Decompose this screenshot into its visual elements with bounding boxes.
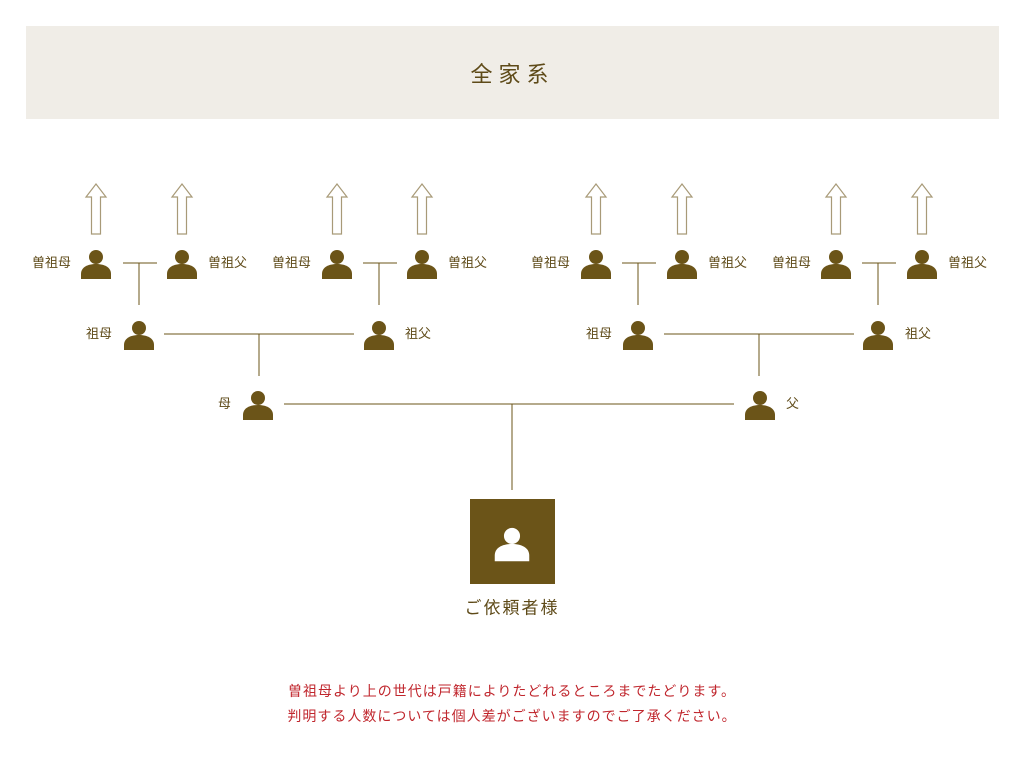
ancestor-arrow-2 xyxy=(170,183,194,235)
note-line-1: 曽祖母より上の世代は戸籍によりたどれるところまでたどります。 xyxy=(287,684,737,700)
person-icon-great-grandparent-8 xyxy=(907,250,937,279)
label-grandfather-1: 祖父 xyxy=(405,327,432,342)
label-great-grandmother-4: 曽祖母 xyxy=(771,256,811,271)
note-line-2: 判明する人数については個人差がございますのでご了承ください。 xyxy=(287,709,737,725)
person-icon-grandparent-3 xyxy=(623,321,653,350)
label-great-grandfather-1: 曽祖父 xyxy=(208,256,248,271)
label-great-grandfather-3: 曽祖父 xyxy=(708,256,748,271)
person-icon-great-grandparent-4 xyxy=(407,250,437,279)
header-bar: 全家系 xyxy=(26,26,999,119)
label-great-grandmother-1: 曽祖母 xyxy=(31,256,71,271)
person-icon-father xyxy=(745,391,775,420)
person-icon-great-grandparent-6 xyxy=(667,250,697,279)
person-icon-great-grandparent-2 xyxy=(167,250,197,279)
label-great-grandfather-4: 曽祖父 xyxy=(948,256,988,271)
person-icon-great-grandparent-5 xyxy=(581,250,611,279)
person-icon-great-grandparent-7 xyxy=(821,250,851,279)
person-icon-grandparent-1 xyxy=(124,321,154,350)
person-icons xyxy=(81,250,937,584)
ancestor-arrow-7 xyxy=(824,183,848,235)
ancestor-arrow-6 xyxy=(670,183,694,235)
label-father: 父 xyxy=(786,397,800,412)
ancestor-arrow-5 xyxy=(584,183,608,235)
ancestor-arrow-1 xyxy=(84,183,108,235)
ancestor-arrows xyxy=(84,183,934,235)
label-grandfather-2: 祖父 xyxy=(905,327,932,342)
label-great-grandfather-2: 曽祖父 xyxy=(448,256,488,271)
person-icon-mother xyxy=(243,391,273,420)
person-icon-client xyxy=(494,527,530,562)
label-grandmother-2: 祖母 xyxy=(585,327,612,342)
label-grandmother-1: 祖母 xyxy=(85,327,112,342)
client-label: ご依頼者様 xyxy=(464,598,560,619)
label-great-grandmother-2: 曽祖母 xyxy=(271,256,311,271)
ancestor-arrow-8 xyxy=(910,183,934,235)
label-great-grandmother-3: 曽祖母 xyxy=(530,256,570,271)
person-icon-great-grandparent-1 xyxy=(81,250,111,279)
person-icon-grandparent-2 xyxy=(364,321,394,350)
person-icon-great-grandparent-3 xyxy=(322,250,352,279)
person-icon-grandparent-4 xyxy=(863,321,893,350)
connector-lines xyxy=(123,262,896,490)
page-title: 全家系 xyxy=(470,62,555,88)
ancestor-arrow-4 xyxy=(410,183,434,235)
label-mother: 母 xyxy=(217,397,231,412)
ancestor-arrow-3 xyxy=(325,183,349,235)
